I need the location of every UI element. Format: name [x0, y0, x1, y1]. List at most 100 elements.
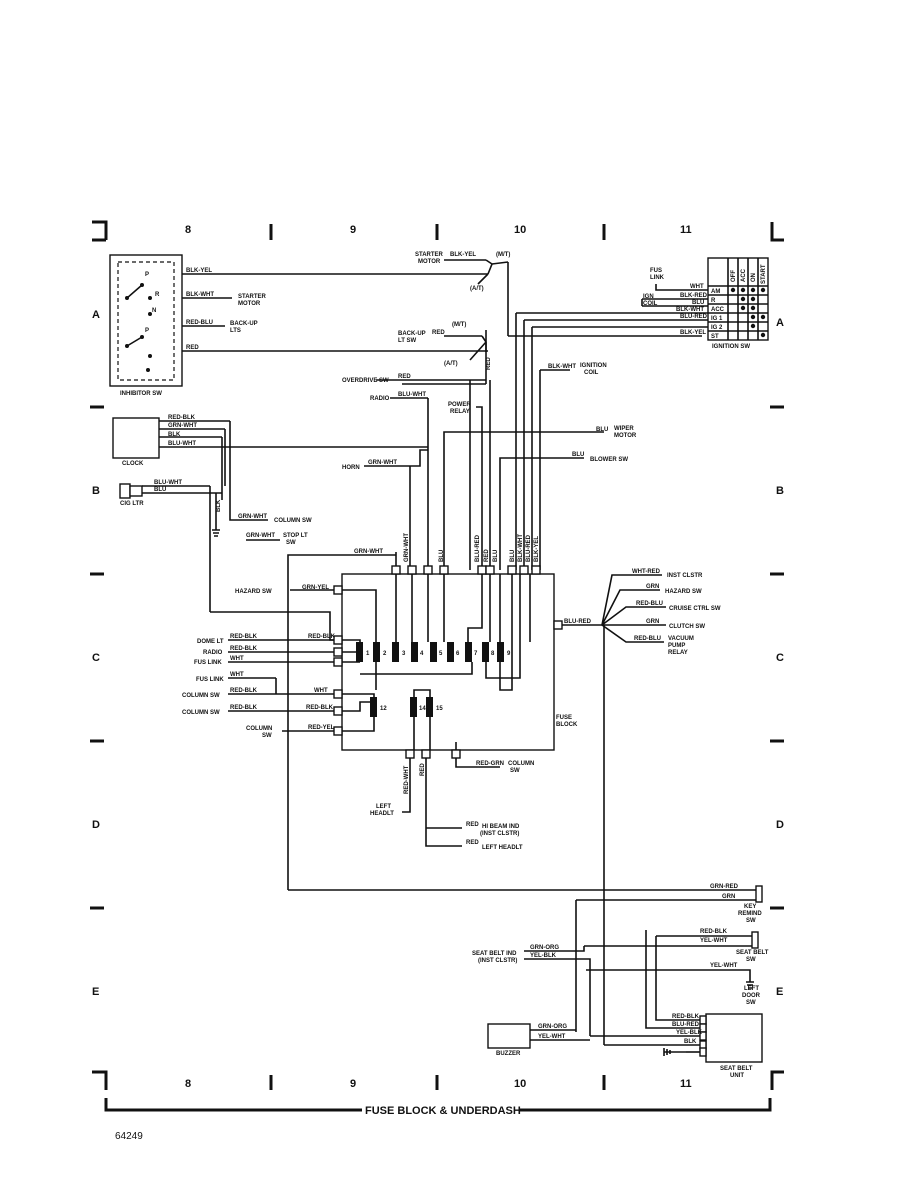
ignition-switch — [707, 257, 769, 341]
ign-term-st: ST — [711, 334, 719, 340]
wire-blu-ign: BLU — [692, 300, 704, 306]
wire-grn-key: GRN — [722, 894, 735, 900]
label-radio: RADIO — [370, 396, 390, 402]
lower-right-wires — [288, 885, 763, 1056]
wire-blk-wht-coil: BLK-WHT — [548, 364, 576, 370]
wire-blk-wht-ign: BLK-WHT — [676, 307, 704, 313]
wire-blu-wht-clock: BLU-WHT — [168, 441, 196, 447]
fuse-num-1: 1 — [366, 651, 370, 657]
label-hazard-sw: HAZARD SW — [235, 589, 272, 595]
wire-grn-org-ind: GRN-ORG — [530, 945, 559, 951]
wire-blk-yel-vert: BLK-YEL — [534, 536, 540, 562]
wire-grn-wht-vert: GRN-WHT — [404, 533, 410, 562]
label-overdrive-sw: OVERDRIVE SW — [342, 378, 389, 384]
label-clutch-sw: CLUTCH SW — [669, 624, 705, 630]
col-label-9: 9 — [350, 224, 356, 236]
wire-blu-red-ign: BLU-RED — [680, 314, 708, 320]
ign-term-r: R — [711, 298, 716, 304]
wire-grn-wht-horn: GRN-WHT — [368, 460, 397, 466]
ignition-wires — [515, 284, 708, 570]
wire-blu-red-right: BLU-RED — [564, 619, 592, 625]
wire-red-vert-headlt: RED — [420, 763, 426, 776]
label-fus-link-b: FUS LINK — [194, 660, 222, 666]
fuse-num-12: 12 — [380, 706, 387, 712]
wire-grn-wht-col: GRN-WHT — [238, 514, 267, 520]
row-label-d-right: D — [776, 819, 784, 831]
diagram-title: FUSE BLOCK & UNDERDASH — [365, 1105, 521, 1117]
wire-yel-blk-unit: YEL-BLK — [676, 1030, 703, 1036]
col-label-9-bottom: 9 — [350, 1078, 356, 1090]
wire-red-wht-vert: RED-WHT — [404, 765, 410, 794]
wire-blu-cig: BLU — [154, 487, 166, 493]
wire-red-blk-col2: RED-BLK — [230, 705, 258, 711]
row-label-d: D — [92, 819, 100, 831]
wire-yel-blk-ind: YEL-BLK — [530, 953, 557, 959]
buzzer-label: BUZZER — [496, 1051, 521, 1057]
wire-grn-org-buzz: GRN-ORG — [538, 1024, 567, 1030]
wire-blk-wht-1: BLK-WHT — [186, 292, 214, 298]
col-label-11-bottom: 11 — [680, 1078, 692, 1090]
wire-red-od: RED — [398, 374, 411, 380]
fuse-num-6: 6 — [456, 651, 460, 657]
wire-wht-fus2: WHT — [230, 672, 244, 678]
ign-header-off: OFF — [731, 270, 737, 282]
inhibitor-pos-p2: P — [145, 328, 149, 334]
wire-blu-blower: BLU — [572, 452, 584, 458]
wire-blu-wiper: BLU — [596, 427, 608, 433]
column-stop-wires — [229, 515, 396, 890]
wire-wht-red: WHT-RED — [632, 569, 661, 575]
col-label-10: 10 — [514, 224, 526, 236]
row-label-b-right: B — [776, 485, 784, 497]
wire-red-yel: RED-YEL — [308, 725, 335, 731]
col-label-10-bottom: 10 — [514, 1078, 526, 1090]
wire-grn-wht-stop: GRN-WHT — [246, 533, 275, 539]
ignition-sw-label: IGNITION SW — [712, 344, 750, 350]
label-fus-link-c: FUS LINK — [196, 677, 224, 683]
wire-grn-yel: GRN-YEL — [302, 585, 329, 591]
row-label-c: C — [92, 652, 100, 664]
fuse-num-4: 4 — [420, 651, 424, 657]
upper-wires — [364, 379, 604, 570]
wire-red-vert: RED — [484, 549, 490, 562]
row-label-c-right: C — [776, 652, 784, 664]
label-at-2: (A/T) — [444, 361, 458, 367]
wire-red-vert-1: RED — [486, 357, 492, 370]
left-side-wires — [210, 589, 334, 732]
wire-red-grn: RED-GRN — [476, 761, 504, 767]
label-cruise-ctrl-sw: CRUISE CTRL SW — [669, 606, 721, 612]
ign-term-ig1: IG 1 — [711, 316, 723, 322]
wire-blu-red-unit: BLU-RED — [672, 1022, 700, 1028]
label-dome-lt: DOME LT — [197, 639, 224, 645]
wire-red-blk-sb: RED-BLK — [700, 929, 728, 935]
wire-blu-vert: BLU — [439, 550, 445, 562]
wire-grn-clutch: GRN — [646, 619, 659, 625]
wire-blk-yel-ign: BLK-YEL — [680, 330, 706, 336]
clock — [112, 417, 428, 515]
wire-blk-cig: BLK — [216, 499, 222, 512]
inhibitor-pos-n: N — [152, 308, 156, 314]
wire-blu-wht-cig: BLU-WHT — [154, 480, 182, 486]
wire-grn-wht-clock: GRN-WHT — [168, 423, 197, 429]
wire-grn-wht-stop2: GRN-WHT — [354, 549, 383, 555]
col-label-8-bottom: 8 — [185, 1078, 191, 1090]
wire-red-blk-col3: RED-BLK — [306, 705, 334, 711]
wire-red-blk-clock: RED-BLK — [168, 415, 196, 421]
label-radio-b: RADIO — [203, 650, 223, 656]
fuse-num-9: 9 — [507, 651, 511, 657]
wire-blk-yel-2: BLK-YEL — [450, 252, 476, 258]
seat-belt-unit — [699, 1013, 763, 1063]
clock-label: CLOCK — [122, 461, 144, 467]
ign-header-start: START — [761, 264, 767, 284]
fuse-num-15: 15 — [436, 706, 443, 712]
inhibitor-switch — [109, 254, 183, 387]
wire-red-2: RED — [432, 330, 445, 336]
